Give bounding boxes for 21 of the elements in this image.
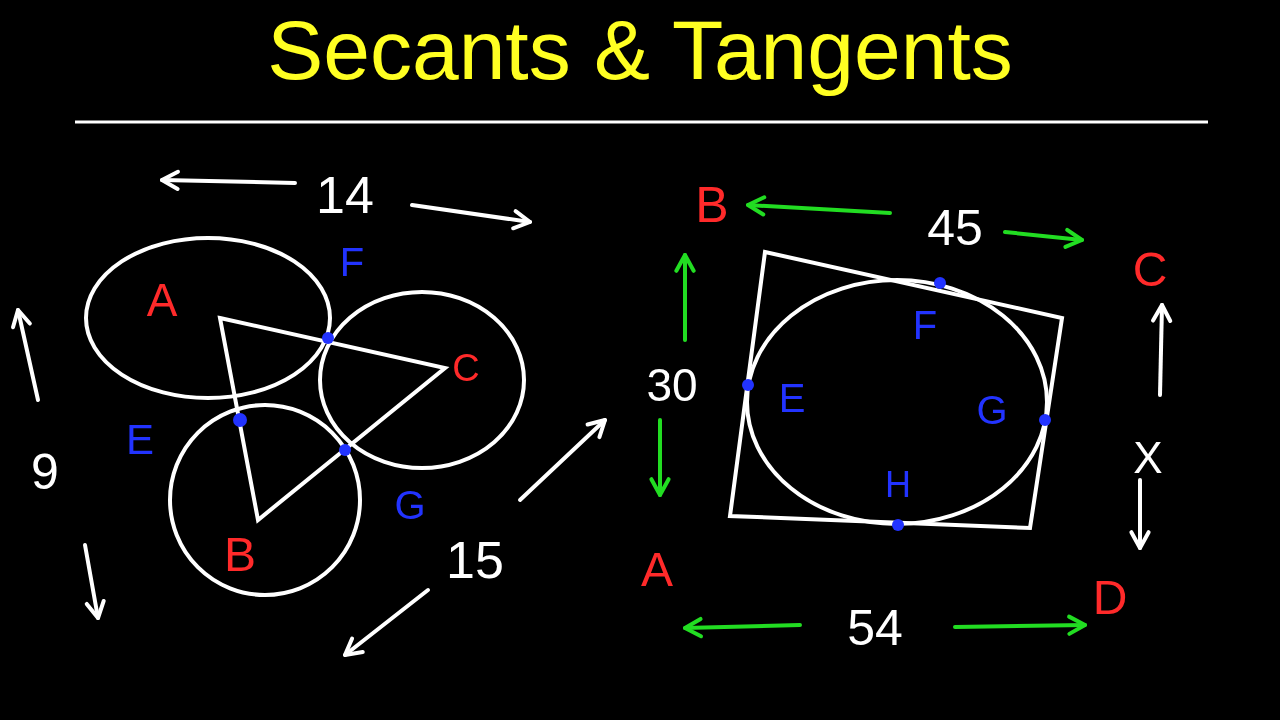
diagram-label: B — [695, 180, 729, 230]
diagram-label: E — [126, 419, 154, 461]
diagram-label: 30 — [646, 362, 698, 408]
diagram-label: E — [778, 378, 806, 418]
diagram-label: D — [1092, 574, 1128, 622]
diagram-label: A — [146, 277, 178, 323]
diagram-label: H — [885, 467, 911, 503]
diagram-label: 15 — [446, 534, 504, 586]
diagram-label: F — [912, 305, 938, 345]
diagram-label: 9 — [31, 447, 59, 497]
diagram-label: C — [452, 349, 480, 387]
diagram-label: 14 — [316, 169, 374, 221]
diagram-label: 45 — [927, 203, 983, 253]
diagram-label: X — [1133, 436, 1163, 480]
diagram-label: B — [224, 531, 256, 579]
diagram-label: G — [976, 390, 1008, 430]
diagram-label: G — [394, 485, 426, 525]
diagram-label: C — [1132, 246, 1168, 294]
diagram-label: 54 — [847, 603, 903, 653]
diagram-label: F — [339, 242, 365, 282]
diagram-label: A — [641, 546, 673, 594]
